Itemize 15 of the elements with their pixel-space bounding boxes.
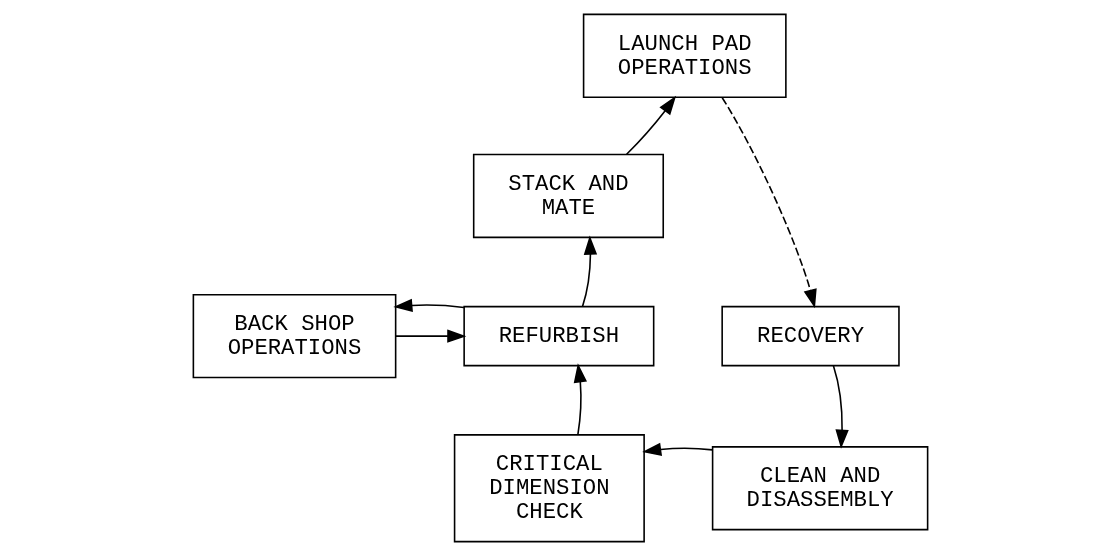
arrow: [394, 329, 466, 343]
node-box: BACK SHOP OPERATIONS: [192, 293, 396, 379]
node-box: LAUNCH PAD OPERATIONS: [582, 13, 787, 98]
node-box: RECOVERY: [720, 305, 900, 367]
node-box: REFURBISH: [462, 305, 654, 367]
arrow: [641, 442, 713, 457]
node-box: CLEAN AND DISASSEMBLY: [711, 446, 928, 531]
arrow: [832, 364, 849, 449]
arrow: [625, 95, 676, 156]
arrow: [720, 96, 817, 309]
arrow: [581, 235, 597, 308]
node-box: STACK AND MATE: [472, 153, 664, 239]
arrow: [392, 298, 465, 313]
arrow: [573, 363, 587, 436]
node-box: CRITICAL DIMENSION CHECK: [453, 434, 645, 543]
